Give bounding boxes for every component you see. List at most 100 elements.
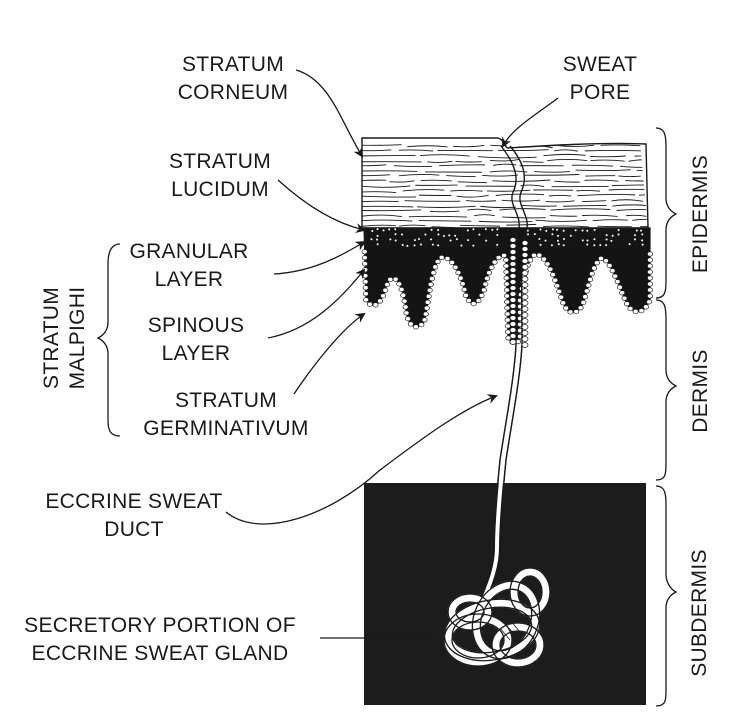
granular-cell: [430, 232, 434, 236]
label-stratum-lucidum: STRATUM LUCIDUM: [152, 148, 288, 204]
duct-cell: [509, 255, 517, 261]
granular-cell: [533, 232, 537, 236]
granular-cell: [393, 232, 398, 236]
corneum-fiber: [550, 208, 611, 211]
corneum-fiber: [535, 219, 588, 222]
granular-cell: [455, 242, 459, 246]
basal-cell: [573, 309, 580, 315]
stratum-corneum-layer: [361, 137, 649, 229]
granular-cell: [381, 233, 385, 237]
granular-cell: [610, 229, 615, 233]
granular-cell: [442, 243, 446, 247]
corneum-fiber: [362, 149, 392, 152]
basal-cell: [503, 287, 510, 293]
corneum-fiber: [523, 174, 580, 176]
granular-leader: [273, 240, 366, 275]
corneum-fiber: [398, 173, 440, 177]
basal-cell: [398, 286, 405, 293]
granular-cell: [430, 228, 434, 232]
label-stratum-corneum-line2: CORNEUM: [177, 81, 289, 104]
granular-cell: [443, 238, 447, 243]
corneum-fiber: [577, 193, 636, 197]
basal-cell: [503, 281, 510, 287]
granular-cell: [388, 233, 392, 237]
label-eccrine-sweat-duct: ECCRINE SWEAT DUCT: [28, 488, 240, 544]
granular-cell: [598, 243, 602, 247]
granular-cell: [455, 237, 459, 241]
granular-cell: [592, 233, 597, 237]
basal-cell: [638, 308, 645, 314]
granular-cell: [562, 229, 566, 233]
label-spinous-layer-line2: LAYER: [161, 342, 231, 365]
label-stratum-lucidum-line1: STRATUM: [168, 150, 272, 173]
corneum-fiber: [362, 185, 411, 188]
corneum-fiber: [450, 189, 483, 192]
granular-cell: [495, 243, 499, 247]
duct-cell: [509, 273, 517, 279]
basal-cell: [556, 288, 563, 295]
duct-cell: [509, 243, 517, 249]
basal-cell: [423, 305, 430, 311]
layer-braces: [655, 127, 678, 707]
granular-cell: [442, 234, 446, 238]
basal-cell: [647, 251, 653, 257]
basal-cell: [567, 309, 574, 315]
corneum-fiber: [572, 164, 614, 167]
corneum-fiber: [429, 210, 460, 213]
granular-cell: [617, 228, 621, 232]
granular-cell: [431, 243, 435, 247]
basal-cell: [403, 310, 410, 316]
corneum-fiber: [457, 181, 488, 184]
corneum-fiber: [554, 149, 578, 152]
label-stratum-malpighi: STRATUM MALPIGHI: [39, 273, 91, 403]
granular-cell: [628, 228, 632, 232]
granular-cell: [635, 243, 639, 247]
granular-cell: [585, 242, 589, 247]
label-stratum-germinativum-line1: STRATUM: [174, 389, 278, 412]
basal-cell: [444, 256, 451, 262]
granular-cell: [604, 243, 608, 247]
basal-cell: [380, 293, 387, 299]
basal-cell: [427, 281, 434, 287]
corneum-fiber: [554, 180, 580, 183]
granular-cell: [412, 243, 417, 248]
granular-cell: [623, 238, 627, 242]
corneum-fiber: [616, 209, 648, 211]
basal-cell: [552, 277, 559, 283]
corneum-fiber: [362, 170, 418, 172]
granular-cell: [381, 239, 385, 243]
granular-cell: [375, 238, 379, 242]
basal-cell: [627, 306, 634, 312]
granular-cell: [370, 229, 374, 233]
corneum-fiber: [486, 189, 531, 192]
corneum-fiber: [522, 161, 544, 163]
dermis-brace: [655, 299, 678, 481]
basal-cell: [362, 273, 369, 279]
basal-cell: [418, 322, 425, 328]
duct-leader: [225, 394, 498, 525]
label-epidermis: EPIDERMIS: [688, 149, 714, 279]
corneum-fiber: [362, 174, 391, 177]
duct-cell: [509, 285, 517, 291]
stratum-malpighi-brace: [96, 243, 121, 437]
duct-beads: [509, 237, 529, 348]
basal-cell: [405, 316, 411, 322]
granular-cell: [587, 233, 591, 237]
corneum-fiber: [455, 160, 482, 163]
corneum-fiber: [638, 194, 648, 196]
granular-cell: [616, 242, 620, 247]
granular-cell: [533, 237, 537, 241]
basal-cell: [602, 258, 609, 264]
basal-cell: [401, 298, 408, 304]
basal-cell: [593, 260, 600, 266]
corneum-fiber: [611, 199, 643, 202]
granular-cell: [574, 233, 578, 238]
basal-cell: [504, 305, 511, 311]
basal-cell: [425, 293, 432, 299]
granular-cell: [573, 228, 578, 232]
spinous-leader: [267, 268, 366, 339]
label-epidermis-text: EPIDERMIS: [689, 154, 712, 274]
basal-cell: [558, 294, 565, 300]
granular-cell: [611, 234, 615, 238]
label-stratum-corneum: STRATUM CORNEUM: [164, 51, 302, 107]
